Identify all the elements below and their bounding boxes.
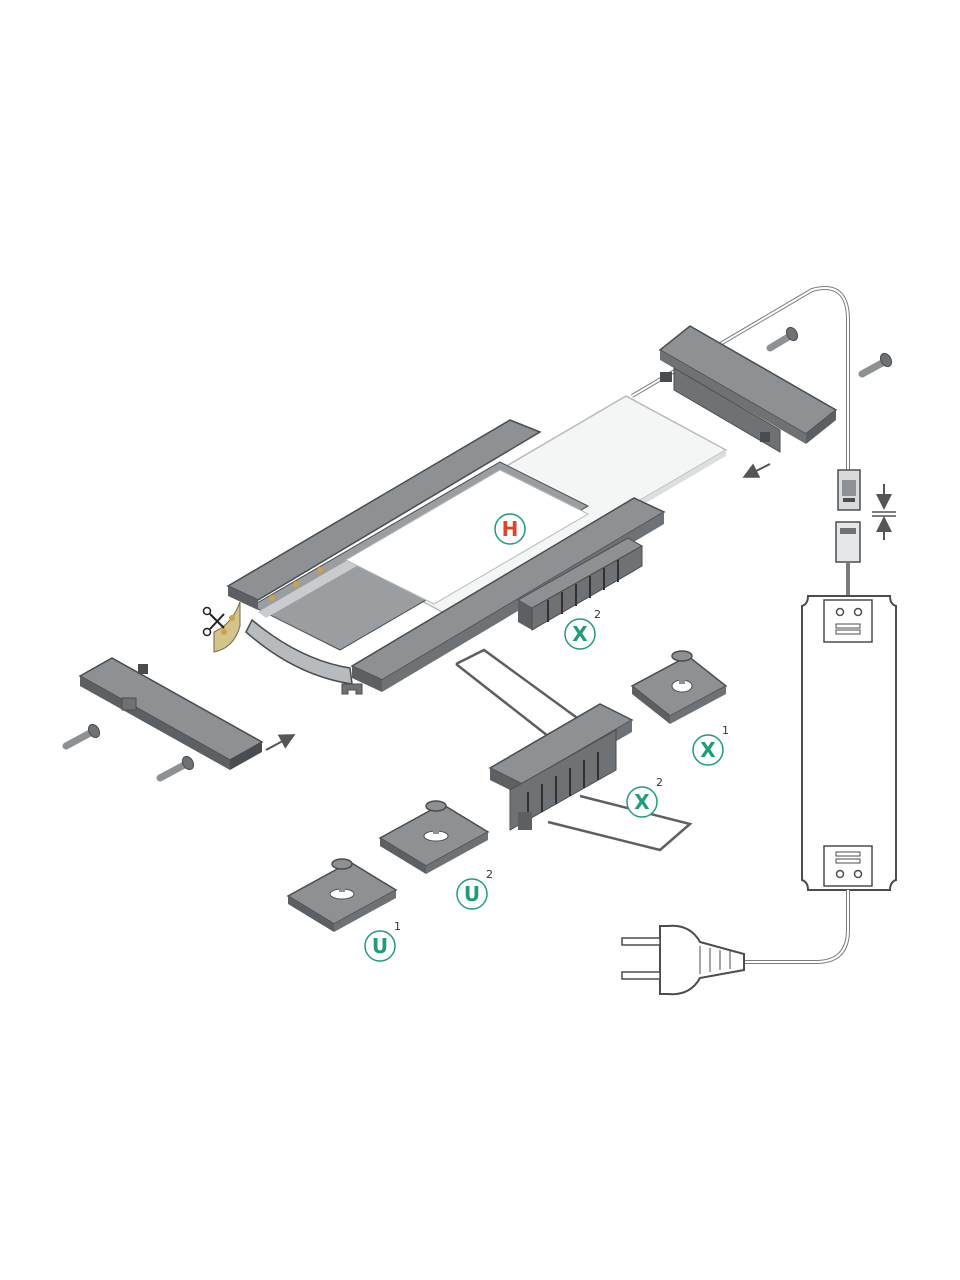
cable-connector-female <box>837 469 861 511</box>
label-x1-letter: X <box>700 738 716 762</box>
label-x1-sup: 1 <box>722 724 729 737</box>
insert-arrow-left-cap <box>265 734 296 751</box>
power-supply-assembly <box>621 286 897 996</box>
mains-cable <box>744 890 850 964</box>
connect-arrows-icon <box>872 484 896 540</box>
spring-clip-bottom <box>455 648 693 852</box>
label-u2: U 2 <box>456 868 493 910</box>
label-u1-letter: U <box>372 934 388 958</box>
label-u2-sup: 2 <box>486 868 493 881</box>
scissors-icon <box>202 606 225 637</box>
label-u1-sup: 1 <box>394 920 401 933</box>
spring-clip-top <box>516 537 644 631</box>
label-x2-top-sup: 2 <box>594 608 601 621</box>
label-x1: X 1 <box>692 724 729 766</box>
led-driver <box>801 595 897 891</box>
end-cap-left <box>78 657 264 770</box>
screw-left-1 <box>62 723 101 750</box>
label-u1: U 1 <box>364 920 401 962</box>
mounting-bracket-u1 <box>286 858 398 932</box>
insert-arrow-right-cap <box>742 463 771 478</box>
screw-left-2 <box>156 755 195 782</box>
cable-connector-male <box>835 521 861 596</box>
label-x2-bottom-letter: X <box>634 790 650 814</box>
label-h-letter: H <box>502 517 519 541</box>
screw-top-1 <box>766 326 799 352</box>
label-x2-bottom-sup: 2 <box>656 776 663 789</box>
label-x2-bottom: X 2 <box>626 776 663 818</box>
mounting-bracket-x1 <box>630 650 728 724</box>
screw-top-2 <box>858 352 893 378</box>
label-u2-letter: U <box>464 882 480 906</box>
plug-icon <box>621 924 745 996</box>
mounting-bracket-u2 <box>378 800 490 874</box>
end-cap-right <box>658 325 838 453</box>
label-h: H <box>494 513 526 545</box>
label-x2-top: X 2 <box>564 608 601 650</box>
led-strip <box>213 567 323 653</box>
label-x2-top-letter: X <box>572 622 588 646</box>
